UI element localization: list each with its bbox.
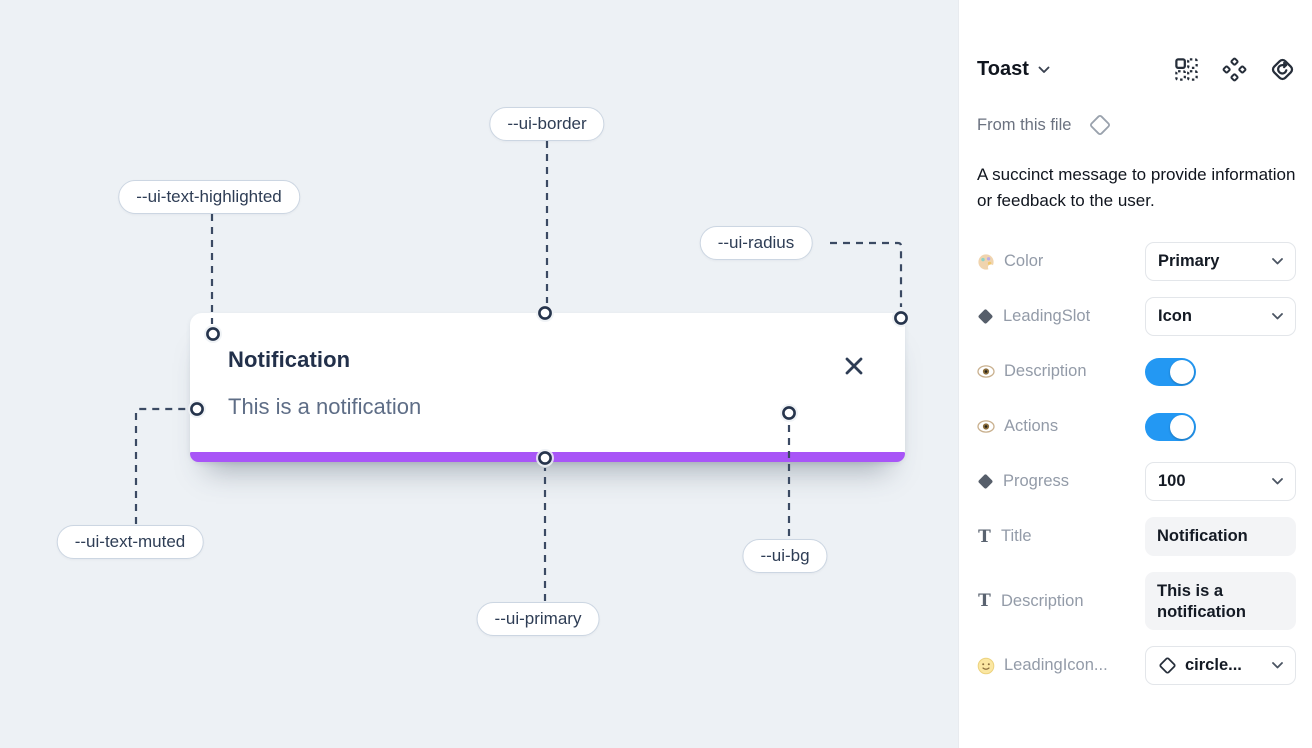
component-description: A succinct message to provide informatio… bbox=[977, 165, 1296, 210]
component-selector[interactable]: Toast bbox=[977, 58, 1050, 81]
properties-panel: Toast bbox=[958, 0, 1312, 748]
leadingicon-dropdown[interactable]: circle... bbox=[1145, 646, 1296, 685]
smiley-icon bbox=[977, 657, 995, 674]
toast-title: Notification bbox=[228, 347, 351, 372]
toggle-knob bbox=[1170, 359, 1194, 384]
line-ui-text-muted bbox=[134, 407, 186, 524]
token-label-ui-text-highlighted: --ui-text-highlighted bbox=[118, 180, 300, 214]
property-label: Title bbox=[1001, 527, 1032, 545]
property-label: Description bbox=[1004, 362, 1087, 380]
description-toggle[interactable] bbox=[1145, 357, 1196, 386]
progress-dropdown[interactable]: 100 bbox=[1145, 462, 1296, 501]
property-row-actions-toggle: Actions bbox=[977, 407, 1296, 446]
diamond-icon bbox=[977, 308, 994, 325]
eye-icon bbox=[977, 420, 995, 433]
close-icon[interactable] bbox=[843, 355, 865, 377]
color-dropdown[interactable]: Primary bbox=[1145, 242, 1296, 281]
source-row: From this file bbox=[977, 112, 1296, 138]
property-list: Color Primary LeadingSlot Icon bbox=[977, 242, 1296, 685]
property-row-title: T Title bbox=[977, 517, 1296, 556]
property-label: Progress bbox=[1003, 472, 1070, 490]
property-row-leadingicon: LeadingIcon... circle... bbox=[977, 646, 1296, 685]
toast-component-preview: Notification This is a notification bbox=[190, 313, 905, 462]
chevron-down-icon bbox=[1038, 66, 1050, 73]
diamond-outline-icon bbox=[1090, 115, 1111, 135]
property-row-description-text: T Description bbox=[977, 572, 1296, 630]
actions-toggle[interactable] bbox=[1145, 412, 1196, 441]
toggle-knob bbox=[1170, 414, 1194, 439]
property-row-progress: Progress 100 bbox=[977, 462, 1296, 501]
line-ui-radius bbox=[830, 241, 903, 307]
component-name: Toast bbox=[977, 58, 1029, 80]
text-icon: T bbox=[978, 526, 991, 547]
token-label-ui-radius: --ui-radius bbox=[699, 226, 813, 260]
property-label: LeadingIcon... bbox=[1004, 656, 1108, 674]
design-canvas: Notification This is a notification --ui… bbox=[0, 0, 958, 748]
instance-grid-icon[interactable] bbox=[1173, 56, 1200, 83]
token-label-ui-primary: --ui-primary bbox=[476, 602, 600, 636]
token-label-ui-text-muted: --ui-text-muted bbox=[56, 525, 204, 559]
property-label: Description bbox=[1001, 591, 1084, 610]
chevron-down-icon bbox=[1272, 258, 1283, 265]
source-label: From this file bbox=[977, 115, 1072, 134]
diamond-icon bbox=[977, 473, 994, 490]
chevron-down-icon bbox=[1272, 478, 1283, 485]
text-icon: T bbox=[978, 591, 991, 611]
toast-progress-bar bbox=[190, 452, 905, 462]
description-input[interactable] bbox=[1145, 572, 1296, 630]
panel-header: Toast bbox=[977, 56, 1296, 83]
leadingslot-dropdown[interactable]: Icon bbox=[1145, 297, 1296, 336]
property-label: Actions bbox=[1004, 417, 1059, 435]
eye-icon bbox=[977, 365, 995, 378]
component-set-icon[interactable] bbox=[1221, 56, 1248, 83]
property-row-color: Color Primary bbox=[977, 242, 1296, 281]
chevron-down-icon bbox=[1272, 313, 1283, 320]
chevron-down-icon bbox=[1272, 662, 1283, 669]
toast-description: This is a notification bbox=[228, 394, 422, 419]
token-label-ui-border: --ui-border bbox=[489, 107, 605, 141]
token-label-ui-bg: --ui-bg bbox=[742, 539, 828, 573]
property-row-description-toggle: Description bbox=[977, 352, 1296, 391]
diamond-outline-icon bbox=[1159, 657, 1176, 674]
property-label: LeadingSlot bbox=[1003, 307, 1091, 325]
property-row-leadingslot: LeadingSlot Icon bbox=[977, 297, 1296, 336]
title-input[interactable] bbox=[1145, 517, 1296, 556]
story-source-icon[interactable] bbox=[1269, 56, 1296, 83]
palette-icon bbox=[978, 253, 994, 270]
property-label: Color bbox=[1004, 252, 1044, 270]
